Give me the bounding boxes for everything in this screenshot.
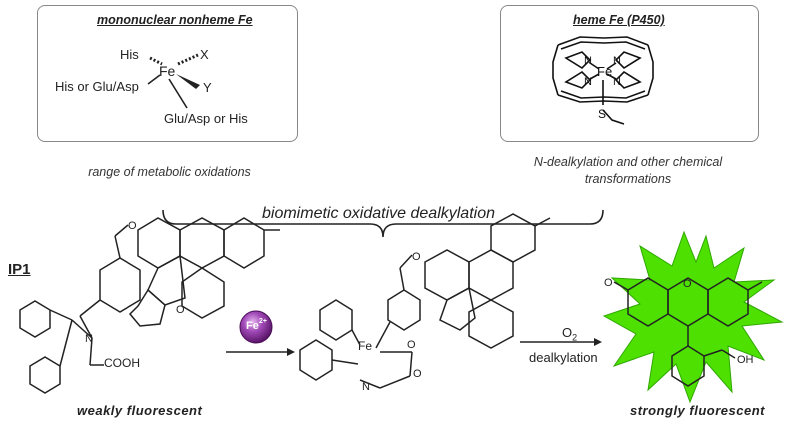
- heme-fe-box: [500, 5, 759, 142]
- fe2-ion: Fe 2+: [239, 310, 273, 344]
- product-state: strongly fluorescent: [630, 403, 765, 418]
- nonheme-fe-title: mononuclear nonheme Fe: [97, 13, 253, 27]
- caption-left: range of metabolic oxidations: [88, 165, 251, 179]
- porphyrin-ring: [552, 36, 654, 125]
- fe2-charge: 2+: [259, 318, 267, 325]
- probe-cooh: COOH: [104, 356, 140, 370]
- heme-n-4: N: [613, 76, 621, 88]
- heme-n-3: N: [584, 76, 592, 88]
- complex-o-ether: O: [412, 251, 421, 263]
- reaction-condition: dealkylation: [529, 350, 598, 365]
- heme-fe-title: heme Fe (P450): [573, 13, 665, 27]
- nonheme-fe-bonds: [147, 53, 200, 109]
- heme-n-2: N: [613, 55, 621, 67]
- product-o: O: [604, 277, 613, 289]
- caption-right-1: N-dealkylation and other chemical: [533, 155, 723, 169]
- ip1-o: O: [128, 220, 137, 232]
- probe-name: IP1: [8, 261, 31, 278]
- reagent-sub: 2: [572, 332, 578, 343]
- ip1-o-lactone: O: [176, 304, 185, 316]
- caption-right-2: transformations: [584, 172, 672, 186]
- reagent-o: O: [562, 325, 573, 340]
- fluorescence-burst: [602, 230, 784, 404]
- ligand-his-top: His: [120, 47, 139, 62]
- heme-fe: Fe: [597, 64, 612, 79]
- fe-complex-structure: [299, 213, 551, 389]
- fe2-symbol: Fe: [246, 320, 259, 332]
- product-oh: OH: [737, 354, 754, 366]
- nonheme-fe-box: [37, 5, 298, 142]
- heme-n-1: N: [584, 55, 592, 67]
- product-o-ring: O: [683, 278, 692, 290]
- curly-bracket: [162, 209, 604, 238]
- complex-o: O: [407, 339, 416, 351]
- complex-n: N: [362, 381, 370, 393]
- ip1-structure: [19, 217, 280, 394]
- ip1-n: N: [85, 333, 93, 345]
- probe-state: weakly fluorescent: [77, 403, 203, 418]
- ligand-y: Y: [203, 80, 212, 95]
- product-structure: [613, 277, 763, 387]
- reagent-o2: O2: [562, 325, 577, 343]
- nonheme-fe-center: Fe: [159, 63, 176, 79]
- ligand-bottom: Glu/Asp or His: [164, 111, 248, 126]
- ligand-his-or-glu: His or Glu/Asp: [55, 79, 139, 94]
- complex-fe: Fe: [358, 339, 372, 353]
- complex-o2: O: [413, 368, 422, 380]
- bracket-label: biomimetic oxidative dealkylation: [262, 205, 495, 222]
- heme-s: S: [598, 107, 606, 121]
- ligand-x: X: [200, 47, 209, 62]
